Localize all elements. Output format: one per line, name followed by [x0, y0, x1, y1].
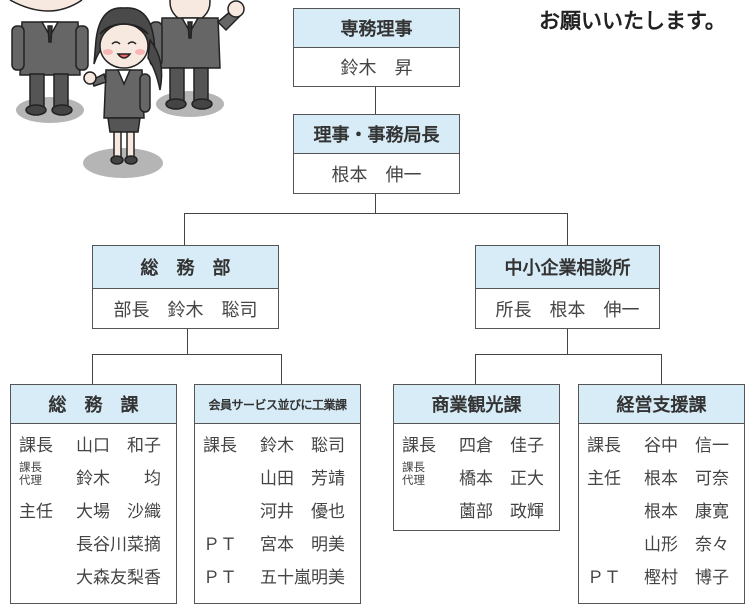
- management-support-section-title: 経営支援課: [579, 385, 744, 424]
- ga-row4-name: 長谷川菜摘: [76, 535, 161, 555]
- woman-center: [83, 7, 163, 165]
- connector-to-commerce-section: [475, 354, 476, 384]
- sme-center-title: 中小企業相談所: [476, 246, 659, 289]
- connector-to-general-affairs-section: [92, 354, 93, 384]
- ga-row1-name: 山口 和子: [76, 436, 161, 456]
- mgmt-row1-role: 課長: [587, 436, 621, 456]
- mgmt-row2-name: 根本 可奈: [644, 469, 729, 489]
- ga-row5-name: 大森友梨香: [76, 568, 161, 588]
- chief-title: 理事・事務局長: [294, 115, 459, 154]
- commerce-tourism-section-title: 商業観光課: [394, 385, 559, 424]
- general-affairs-dept-leader: 部長 鈴木 聡司: [113, 299, 258, 321]
- general-affairs-section-title: 総 務 課: [11, 385, 176, 424]
- management-support-section-box: 経営支援課 課長 谷中 信一 主任 根本 可奈 根本 康寛 山形 奈々 ＰＴ 樫…: [578, 384, 745, 604]
- ga-row1-role: 課長: [19, 436, 53, 456]
- connector-dept-horizontal: [184, 213, 567, 214]
- connector-section-horizontal-right: [475, 354, 661, 355]
- connector-section-horizontal-left: [92, 354, 281, 355]
- connector-to-general-affairs-dept: [184, 213, 185, 245]
- general-affairs-dept-title: 総 務 部: [93, 246, 278, 289]
- connector-center-down: [567, 328, 568, 354]
- ms-row5-name: 五十嵐明美: [260, 568, 345, 588]
- commerce-tourism-section-box: 商業観光課 課長 四倉 佳子 課長 代理 橋本 正大 薗部 政輝: [393, 384, 560, 531]
- member-services-section-box: 会員サービス並びに工業課 課長 鈴木 聡司 山田 芳靖 河井 優也 ＰＴ 宮本 …: [194, 384, 361, 604]
- general-affairs-section-box: 総 務 課 課長 山口 和子 課長 代理 鈴木 均 主任 大場 沙織 長谷川菜摘…: [10, 384, 177, 604]
- sme-center-leader: 所長 根本 伸一: [495, 299, 640, 321]
- connector-chief-down: [375, 193, 376, 213]
- executive-director-title: 専務理事: [294, 9, 459, 48]
- shadow-center: [83, 148, 163, 178]
- man-left: [9, 0, 89, 116]
- ga-row3-name: 大場 沙織: [76, 502, 161, 522]
- general-affairs-dept-box: 総 務 部 部長 鈴木 聡司: [92, 245, 279, 329]
- ms-row1-role: 課長: [203, 436, 237, 456]
- ms-row2-name: 山田 芳靖: [260, 469, 345, 489]
- man-right: [149, 0, 245, 110]
- staff-illustration: [9, 0, 245, 178]
- executive-director-box: 専務理事 鈴木 昇: [293, 8, 460, 87]
- connector-to-member-services-section: [281, 354, 282, 384]
- note-text: お願いいたします。: [539, 9, 726, 33]
- ga-row2-name: 鈴木 均: [76, 469, 161, 489]
- mgmt-row1-name: 谷中 信一: [644, 436, 729, 456]
- executive-director-name: 鈴木 昇: [340, 58, 413, 79]
- member-services-section-title: 会員サービス並びに工業課: [195, 385, 360, 424]
- ga-row2-role-l2: 代理: [19, 473, 42, 487]
- connector-to-management-section: [661, 354, 662, 384]
- connector-to-sme-center: [567, 213, 568, 245]
- ms-row4-role: ＰＴ: [203, 535, 237, 555]
- ct-row1-name: 四倉 佳子: [459, 436, 544, 456]
- sme-center-box: 中小企業相談所 所長 根本 伸一: [475, 245, 660, 329]
- connector-dept-down: [187, 328, 188, 354]
- ms-row5-role: ＰＴ: [203, 568, 237, 588]
- ms-row3-name: 河井 優也: [260, 502, 345, 522]
- ct-row1-role: 課長: [402, 436, 436, 456]
- ga-row2-role-l1: 課長: [19, 460, 42, 474]
- mgmt-row4-name: 山形 奈々: [644, 535, 729, 555]
- connector-exec-to-chief: [375, 86, 376, 114]
- mgmt-row5-name: 樫村 博子: [644, 568, 729, 588]
- ct-row3-name: 薗部 政輝: [459, 502, 544, 522]
- ga-row3-role: 主任: [19, 502, 53, 522]
- ct-row2-role-l1: 課長: [402, 460, 425, 474]
- chief-name: 根本 伸一: [331, 164, 422, 186]
- ct-row2-role-l2: 代理: [402, 473, 425, 487]
- mgmt-row3-name: 根本 康寛: [644, 502, 729, 522]
- ms-row1-name: 鈴木 聡司: [260, 436, 345, 456]
- chief-box: 理事・事務局長 根本 伸一: [293, 114, 460, 194]
- ct-row2-name: 橋本 正大: [459, 469, 544, 489]
- ms-row4-name: 宮本 明美: [260, 535, 345, 555]
- mgmt-row5-role: ＰＴ: [587, 568, 621, 588]
- mgmt-row2-role: 主任: [587, 469, 621, 489]
